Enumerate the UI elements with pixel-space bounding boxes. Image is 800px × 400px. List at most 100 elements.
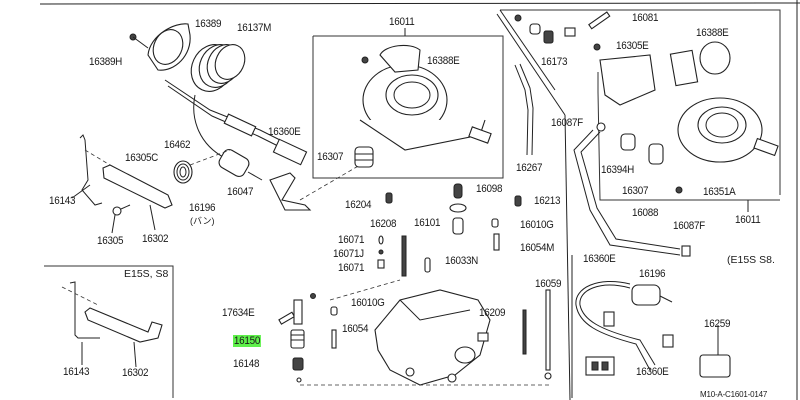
part-16011-carburetor-main [359, 44, 492, 151]
label-16307-right[interactable]: 16307 [622, 185, 649, 197]
part-16307-right [648, 143, 664, 165]
label-16010G-a[interactable]: 16010G [520, 219, 554, 231]
label-16213[interactable]: 16213 [534, 195, 561, 207]
label-16011-main[interactable]: 16011 [389, 16, 415, 28]
part-16213-jet [514, 195, 522, 207]
part-16150-highlighted [290, 293, 316, 349]
label-16098[interactable]: 16098 [476, 183, 503, 195]
label-16101[interactable]: 16101 [414, 217, 441, 229]
label-17634E[interactable]: 17634E [222, 307, 255, 319]
label-16196-right[interactable]: 16196 [639, 268, 666, 280]
part-16173-group [514, 14, 576, 44]
note-van: (バン) [190, 216, 215, 226]
part-16208-screw [401, 235, 407, 277]
label-16351A[interactable]: 16351A [703, 186, 736, 198]
label-16081[interactable]: 16081 [632, 12, 659, 24]
label-16389[interactable]: 16389 [195, 18, 222, 30]
label-16267[interactable]: 16267 [516, 162, 543, 174]
part-carburetor-lower-body [374, 289, 491, 386]
part-17634E [278, 311, 296, 325]
label-16305E[interactable]: 16305E [616, 40, 649, 52]
frame-16011-main [312, 28, 504, 179]
part-16088-hose [573, 122, 691, 257]
part-16033N-pin [424, 257, 431, 273]
part-16305-bolt [111, 204, 131, 234]
part-16196-solenoid [218, 148, 263, 181]
part-16307-main [354, 146, 374, 168]
part-16059-rod [544, 289, 552, 380]
label-16148[interactable]: 16148 [233, 358, 260, 370]
label-16033N[interactable]: 16033N [445, 255, 479, 267]
label-16011-right[interactable]: 16011 [735, 214, 761, 226]
label-16360E-right-1[interactable]: 16360E [583, 253, 616, 265]
part-16389-gasket [129, 23, 191, 71]
label-16305C[interactable]: 16305C [125, 152, 159, 164]
label-16143-top[interactable]: 16143 [49, 195, 76, 207]
part-16196-solenoid-right [631, 284, 673, 306]
part-16143-rod-variant [69, 281, 100, 339]
label-16388E-main[interactable]: 16388E [427, 55, 460, 67]
label-16137M[interactable]: 16137M [237, 22, 272, 34]
label-16047[interactable]: 16047 [227, 186, 254, 198]
label-16208[interactable]: 16208 [370, 218, 397, 230]
part-16071-set [377, 235, 385, 269]
label-16360E-right-2[interactable]: 16360E [636, 366, 669, 378]
part-16209-screw [522, 309, 527, 355]
label-16010G-b[interactable]: 16010G [351, 297, 385, 309]
label-16087F-b[interactable]: 16087F [673, 220, 705, 232]
part-16011-carburetor-right [677, 97, 779, 163]
part-16148-spring [292, 357, 304, 383]
part-16394H [620, 133, 636, 151]
top-border-line [39, 2, 800, 5]
label-16054M[interactable]: 16054M [520, 242, 555, 254]
label-16071J[interactable]: 16071J [333, 248, 364, 260]
label-16307-main[interactable]: 16307 [317, 151, 344, 163]
part-16204-jet [385, 192, 393, 204]
part-16351A [675, 186, 683, 194]
label-16071-b[interactable]: 16071 [338, 262, 365, 274]
part-16137M-bellows [190, 44, 246, 92]
variant-note-e15s-s8: E15S, S8 [124, 268, 169, 280]
part-16047-bracket [269, 172, 312, 211]
label-16209[interactable]: 16209 [479, 307, 506, 319]
figure-code: M10-A-C1601-0147 [700, 390, 768, 399]
part-16360E-harness [575, 280, 674, 371]
label-16462[interactable]: 16462 [164, 139, 191, 151]
label-16173[interactable]: 16173 [541, 56, 568, 68]
label-16059[interactable]: 16059 [535, 278, 562, 290]
label-16087F-a[interactable]: 16087F [551, 117, 583, 129]
label-16150-highlighted[interactable]: 16150 [233, 335, 261, 347]
label-16388E-right[interactable]: 16388E [696, 27, 729, 39]
part-16081-pin [588, 11, 611, 30]
label-16302-variant[interactable]: 16302 [122, 367, 149, 379]
part-16010G-a [491, 218, 499, 228]
label-16389H[interactable]: 16389H [89, 56, 123, 68]
part-16010G-b [330, 306, 338, 316]
part-16054M [493, 233, 500, 251]
part-connector [585, 356, 615, 376]
label-16204[interactable]: 16204 [345, 199, 372, 211]
frame-right-section [496, 9, 781, 400]
part-16143-rod-top [71, 134, 103, 206]
label-16054[interactable]: 16054 [342, 323, 369, 335]
part-16101-valve [449, 203, 467, 235]
label-16088[interactable]: 16088 [632, 207, 659, 219]
label-16259[interactable]: 16259 [704, 318, 731, 330]
label-16305[interactable]: 16305 [97, 235, 124, 247]
part-16302-bracket-top [102, 164, 173, 231]
part-16305E-nut [593, 43, 601, 51]
label-16360E-top[interactable]: 16360E [268, 126, 301, 138]
label-16196-top[interactable]: 16196 [189, 202, 216, 214]
part-right-diaphragm-assembly [599, 41, 731, 106]
label-16143-variant[interactable]: 16143 [63, 366, 90, 378]
label-16071-a[interactable]: 16071 [338, 234, 365, 246]
part-16259-module [699, 325, 731, 378]
label-16394H[interactable]: 16394H [601, 164, 635, 176]
part-16054 [331, 329, 337, 349]
part-16098-jet [453, 183, 463, 199]
label-16302-top[interactable]: 16302 [142, 233, 169, 245]
part-16462-spring [173, 160, 193, 184]
part-16302-bracket-variant [81, 307, 163, 368]
part-16267-hose [514, 64, 529, 156]
